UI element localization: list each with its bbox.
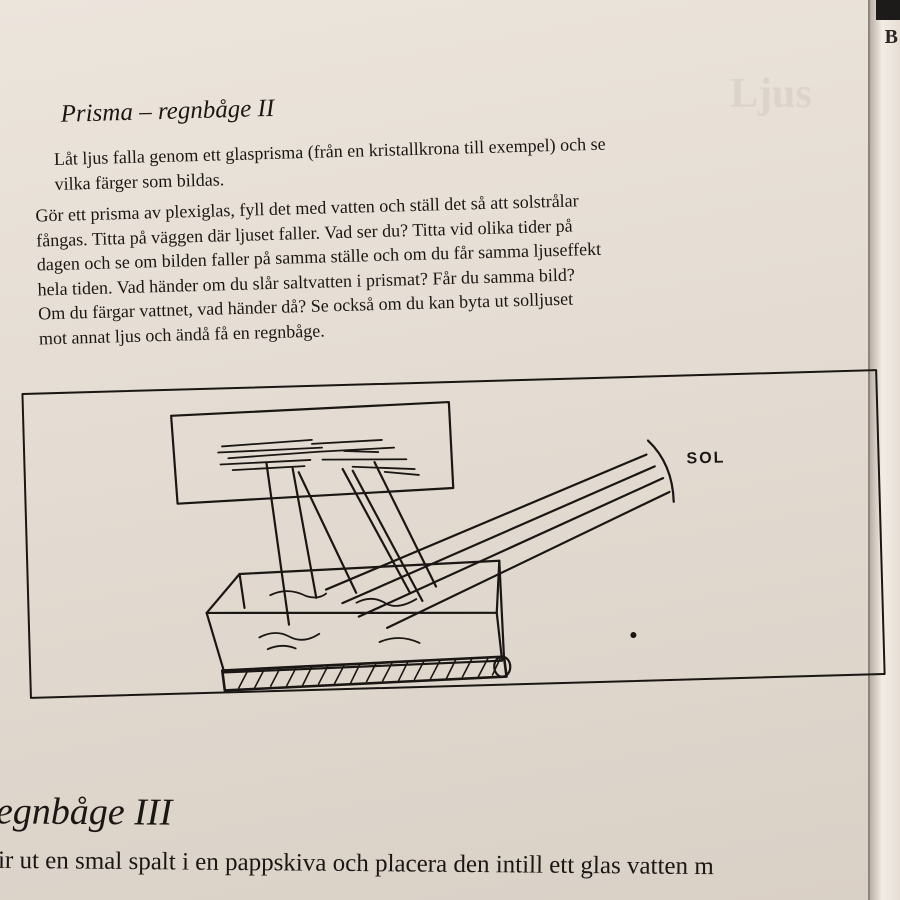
section-title: Prisma – regnbåge II [60,94,275,128]
figure-frame [21,369,886,699]
ink-dot [630,632,637,639]
next-section-heading: egnbåge III [0,790,173,834]
prism-base [220,655,512,692]
refracted-rays [265,461,438,626]
sun-arc [646,439,675,503]
book-spine-edge: B [868,0,900,900]
wall-screen [170,400,455,505]
sun-label: SOL [686,449,725,467]
spectrum-scribbles [217,439,420,476]
dark-corner [876,0,900,20]
paragraph-1: Låt ljus falla genom ett glasprisma (frå… [54,132,607,196]
water-waves [258,590,421,651]
water-prism-box [205,559,506,674]
spine-letter: B [884,26,898,48]
prism-illustration: SOL [20,366,888,702]
bleed-through-heading: Ljus [730,71,812,117]
paragraph-2: Gör ett prisma av plexiglas, fyll det me… [35,188,603,351]
